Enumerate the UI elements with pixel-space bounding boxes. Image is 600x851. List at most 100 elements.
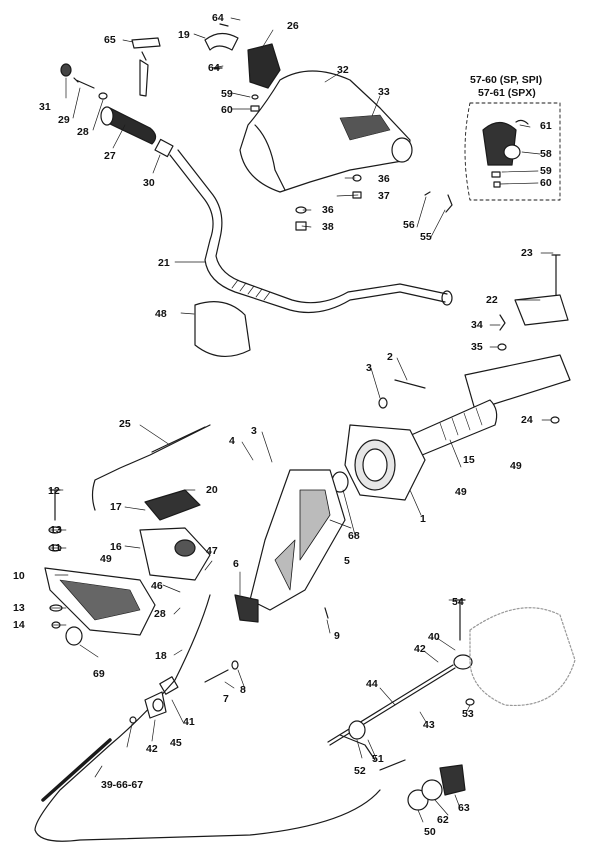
callout-30: 30 bbox=[143, 177, 155, 189]
callout-45: 45 bbox=[170, 737, 182, 749]
callout-3: 3 bbox=[251, 425, 257, 437]
callout-62: 62 bbox=[437, 814, 449, 826]
callout-12: 12 bbox=[48, 485, 60, 497]
callout-49: 49 bbox=[455, 486, 467, 498]
clamp-6 bbox=[234, 594, 259, 623]
callout-6: 6 bbox=[233, 558, 239, 570]
throttle-lever bbox=[139, 51, 149, 97]
callout-47: 47 bbox=[206, 545, 218, 557]
callout-37: 37 bbox=[378, 190, 390, 202]
callout-42: 42 bbox=[146, 743, 158, 755]
callout-21: 21 bbox=[158, 257, 170, 269]
callout-48: 48 bbox=[155, 308, 167, 320]
callout-69: 69 bbox=[93, 668, 105, 680]
grip-sleeve-30 bbox=[154, 138, 174, 158]
callout-4: 4 bbox=[229, 435, 235, 447]
variant-label-sp-spi: 57-60 (SP, SPI) bbox=[470, 74, 543, 86]
handlebar-knurl bbox=[231, 279, 271, 301]
callout-55: 55 bbox=[420, 231, 432, 243]
callout-64: 64 bbox=[212, 12, 224, 24]
grip-27 bbox=[100, 106, 157, 145]
callout-11: 11 bbox=[50, 542, 62, 554]
bracket-housing bbox=[464, 354, 571, 411]
callout-65: 65 bbox=[104, 34, 116, 46]
screw-29 bbox=[73, 77, 95, 89]
cable-end-45 bbox=[144, 691, 167, 719]
callout-29: 29 bbox=[58, 114, 70, 126]
grip-end-31 bbox=[60, 63, 72, 77]
callout-44: 44 bbox=[366, 678, 378, 690]
callout-36: 36 bbox=[322, 204, 334, 216]
callout-28: 28 bbox=[77, 126, 89, 138]
callout-17: 17 bbox=[110, 501, 122, 513]
callout-1: 1 bbox=[420, 513, 426, 525]
inset-frame bbox=[464, 102, 561, 201]
nut-63 bbox=[439, 764, 466, 796]
callout-5: 5 bbox=[344, 555, 350, 567]
cable-25 bbox=[91, 424, 211, 511]
callout-36: 36 bbox=[378, 173, 390, 185]
washer-28a bbox=[98, 92, 108, 100]
callout-32: 32 bbox=[337, 64, 349, 76]
steering-cover-32 bbox=[239, 70, 411, 193]
callout-56: 56 bbox=[403, 219, 415, 231]
callout-13: 13 bbox=[13, 602, 25, 614]
callout-22: 22 bbox=[486, 294, 498, 306]
callout-49: 49 bbox=[510, 460, 522, 472]
callout-39-66-67: 39-66-67 bbox=[101, 779, 144, 791]
callout-18: 18 bbox=[155, 650, 167, 662]
callout-63: 63 bbox=[458, 802, 470, 814]
callout-34: 34 bbox=[471, 319, 483, 331]
callout-7: 7 bbox=[223, 693, 229, 705]
callout-59: 59 bbox=[221, 88, 233, 100]
callout-16: 16 bbox=[110, 541, 122, 553]
steering-cable-39 bbox=[34, 594, 381, 842]
clip-65 bbox=[131, 37, 161, 49]
callout-60: 60 bbox=[540, 177, 552, 189]
callout-24: 24 bbox=[521, 414, 533, 426]
bracket-26 bbox=[247, 43, 281, 89]
callout-42: 42 bbox=[414, 643, 426, 655]
callout-23: 23 bbox=[521, 247, 533, 259]
callout-35: 35 bbox=[471, 341, 483, 353]
callout-53: 53 bbox=[462, 708, 474, 720]
callout-9: 9 bbox=[334, 630, 340, 642]
bracket-19 bbox=[204, 32, 239, 51]
cover-vent-33 bbox=[339, 114, 391, 141]
callout-3: 3 bbox=[366, 362, 372, 374]
callout-13: 13 bbox=[50, 524, 62, 536]
callout-50: 50 bbox=[424, 826, 436, 838]
callout-26: 26 bbox=[287, 20, 299, 32]
callout-68: 68 bbox=[348, 530, 360, 542]
callout-49: 49 bbox=[100, 553, 112, 565]
lever-17 bbox=[144, 489, 201, 521]
callout-61: 61 bbox=[540, 120, 552, 132]
callout-28: 28 bbox=[154, 608, 166, 620]
callout-59: 59 bbox=[540, 165, 552, 177]
clamp-22 bbox=[514, 294, 569, 326]
callout-43: 43 bbox=[423, 719, 435, 731]
callout-60: 60 bbox=[221, 104, 233, 116]
handlebar-edge bbox=[177, 149, 448, 304]
callout-54: 54 bbox=[452, 596, 464, 608]
callout-25: 25 bbox=[119, 418, 131, 430]
callout-52: 52 bbox=[354, 765, 366, 777]
callout-2: 2 bbox=[387, 351, 393, 363]
cover-48 bbox=[194, 301, 251, 357]
callout-14: 14 bbox=[13, 619, 25, 631]
callout-33: 33 bbox=[378, 86, 390, 98]
callout-31: 31 bbox=[39, 101, 51, 113]
callout-64: 64 bbox=[208, 62, 220, 74]
pump-cable-43 bbox=[329, 667, 456, 746]
variant-label-spx: 57-61 (SPX) bbox=[478, 87, 536, 99]
callout-38: 38 bbox=[322, 221, 334, 233]
callout-41: 41 bbox=[183, 716, 195, 728]
callout-46: 46 bbox=[151, 580, 163, 592]
pump-nozzle bbox=[469, 607, 576, 707]
callout-8: 8 bbox=[240, 684, 246, 696]
bracket-plate-5 bbox=[249, 469, 346, 611]
callout-20: 20 bbox=[206, 484, 218, 496]
handlebar bbox=[169, 154, 446, 314]
